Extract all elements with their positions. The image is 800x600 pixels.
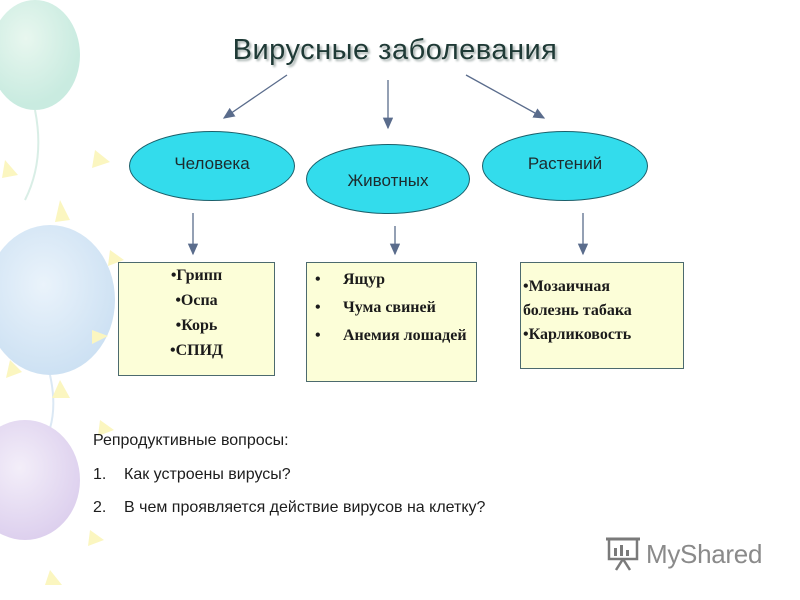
- human-diseases-box: •Грипп •Оспа •Корь •СПИД: [118, 262, 275, 376]
- list-item: •Грипп: [170, 267, 223, 284]
- question-text: Как устроены вирусы?: [124, 466, 291, 483]
- page-title: Вирусные заболевания: [232, 34, 558, 66]
- logo-text: MyShared: [646, 538, 763, 569]
- reproductive-questions: Репродуктивные вопросы: 1. Как устроены …: [93, 432, 485, 532]
- category-animals-label: Животных: [347, 171, 429, 190]
- question-text: В чем проявляется действие вирусов на кл…: [124, 499, 486, 516]
- list-item: •Карликовость: [523, 326, 632, 343]
- list-item: • Чума свиней: [307, 297, 476, 319]
- animal-diseases-box: • Ящур • Чума свиней • Анемия лошадей: [306, 262, 477, 382]
- question-item: 1. Как устроены вирусы?: [93, 466, 485, 484]
- bullet: •: [315, 271, 321, 288]
- question-item: 2. В чем проявляется действие вирусов на…: [93, 499, 485, 517]
- category-plants-ellipse: Растений: [482, 131, 648, 201]
- category-plants-label: Растений: [527, 154, 603, 173]
- myshared-logo[interactable]: MyShared: [606, 536, 762, 572]
- presentation-board-icon: [606, 537, 640, 571]
- sun-rays: [2, 150, 124, 585]
- arrow-to-human: [222, 74, 288, 119]
- list-item: •Оспа: [175, 292, 218, 309]
- plant-diseases-box: •Мозаичная болезнь табака •Карликовость: [520, 262, 684, 369]
- category-animals-ellipse: Животных: [306, 144, 470, 214]
- bullet: •: [315, 327, 321, 344]
- question-number: 1.: [93, 466, 107, 483]
- balloon-green: [0, 0, 80, 201]
- question-number: 2.: [93, 499, 107, 516]
- bullet: •: [315, 299, 321, 316]
- balloon-purple: [0, 420, 80, 540]
- arrow-to-plants: [465, 74, 546, 119]
- list-item: • Анемия лошадей: [307, 325, 476, 347]
- questions-title: Репродуктивные вопросы:: [93, 432, 289, 449]
- list-item: •Корь: [175, 317, 218, 334]
- category-human-ellipse: Человека: [129, 131, 295, 201]
- category-human-label: Человека: [174, 154, 250, 173]
- list-item: •Мозаичная болезнь табака: [523, 278, 632, 319]
- list-item: • Ящур: [307, 269, 476, 291]
- list-item: •СПИД: [169, 342, 224, 359]
